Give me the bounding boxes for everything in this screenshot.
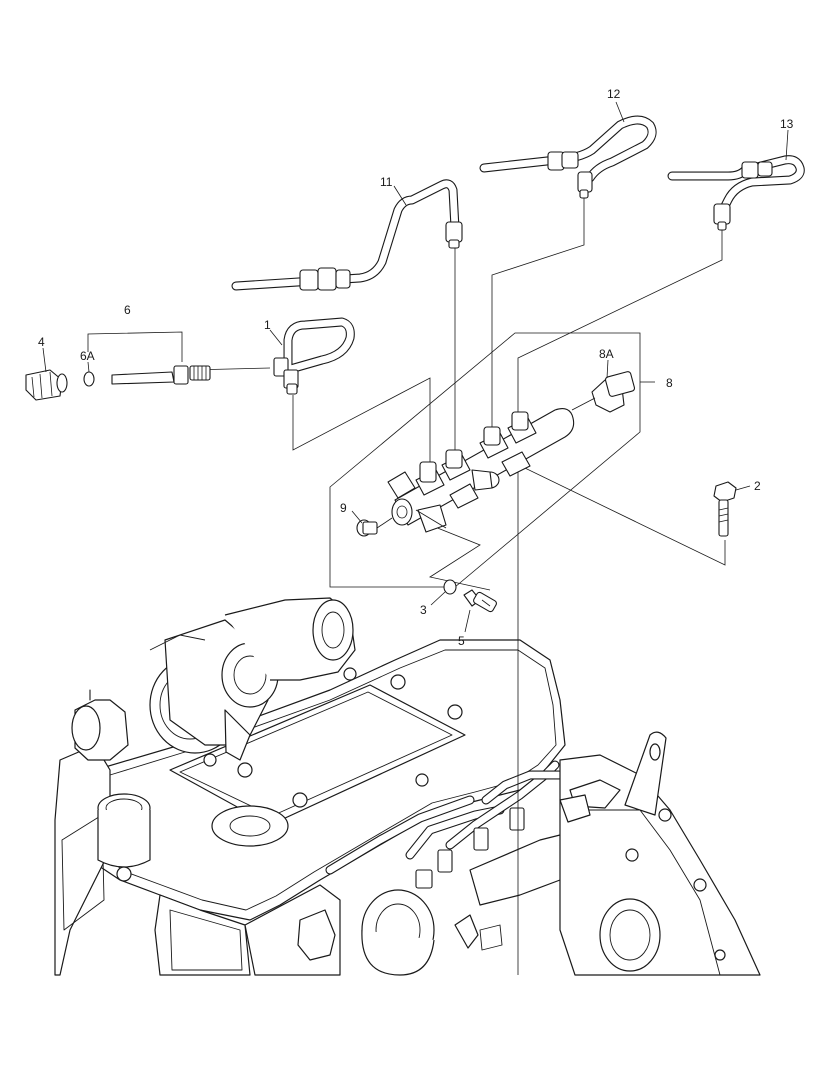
injection-pipe-13 — [667, 155, 805, 231]
nut-4 — [25, 369, 68, 401]
callout-11: 11 — [380, 175, 393, 189]
plug-9 — [356, 517, 393, 537]
injection-pipe-12 — [479, 115, 657, 199]
callout-12: 12 — [607, 87, 621, 101]
callout-4: 4 — [38, 335, 45, 349]
seal-6a — [83, 371, 95, 387]
callout-leaders — [42, 101, 789, 633]
injection-pipe-11 — [231, 179, 463, 291]
fuel-rail-assembly-frame — [329, 332, 655, 588]
assembly-leader-lines — [189, 198, 726, 975]
rail-port-4 — [507, 411, 537, 444]
callout-8: 8 — [666, 376, 673, 390]
callout-6a: 6A — [80, 349, 95, 363]
rail-port-2 — [441, 449, 471, 481]
connector-tube-6 — [87, 331, 211, 385]
callout-labels: 1 2 3 4 5 6 6A 8 8A 9 11 12 13 — [38, 87, 794, 648]
bolt-2 — [713, 481, 737, 537]
callout-6: 6 — [124, 303, 131, 317]
callout-2: 2 — [754, 479, 761, 493]
rail-port-3 — [479, 426, 509, 459]
pressure-sensor-8a — [571, 371, 636, 413]
callout-13: 13 — [780, 117, 794, 131]
engine-block-illustration — [54, 597, 761, 976]
fuel-rail — [387, 408, 575, 533]
callout-3: 3 — [420, 603, 427, 617]
fitting-5 — [463, 589, 497, 613]
callout-1: 1 — [264, 318, 271, 332]
rail-port-1 — [415, 461, 445, 496]
seal-ring-3 — [443, 579, 457, 595]
injection-pipe-1 — [273, 317, 355, 395]
callout-5: 5 — [458, 634, 465, 648]
callout-8a: 8A — [599, 347, 614, 361]
callout-9: 9 — [340, 501, 347, 515]
